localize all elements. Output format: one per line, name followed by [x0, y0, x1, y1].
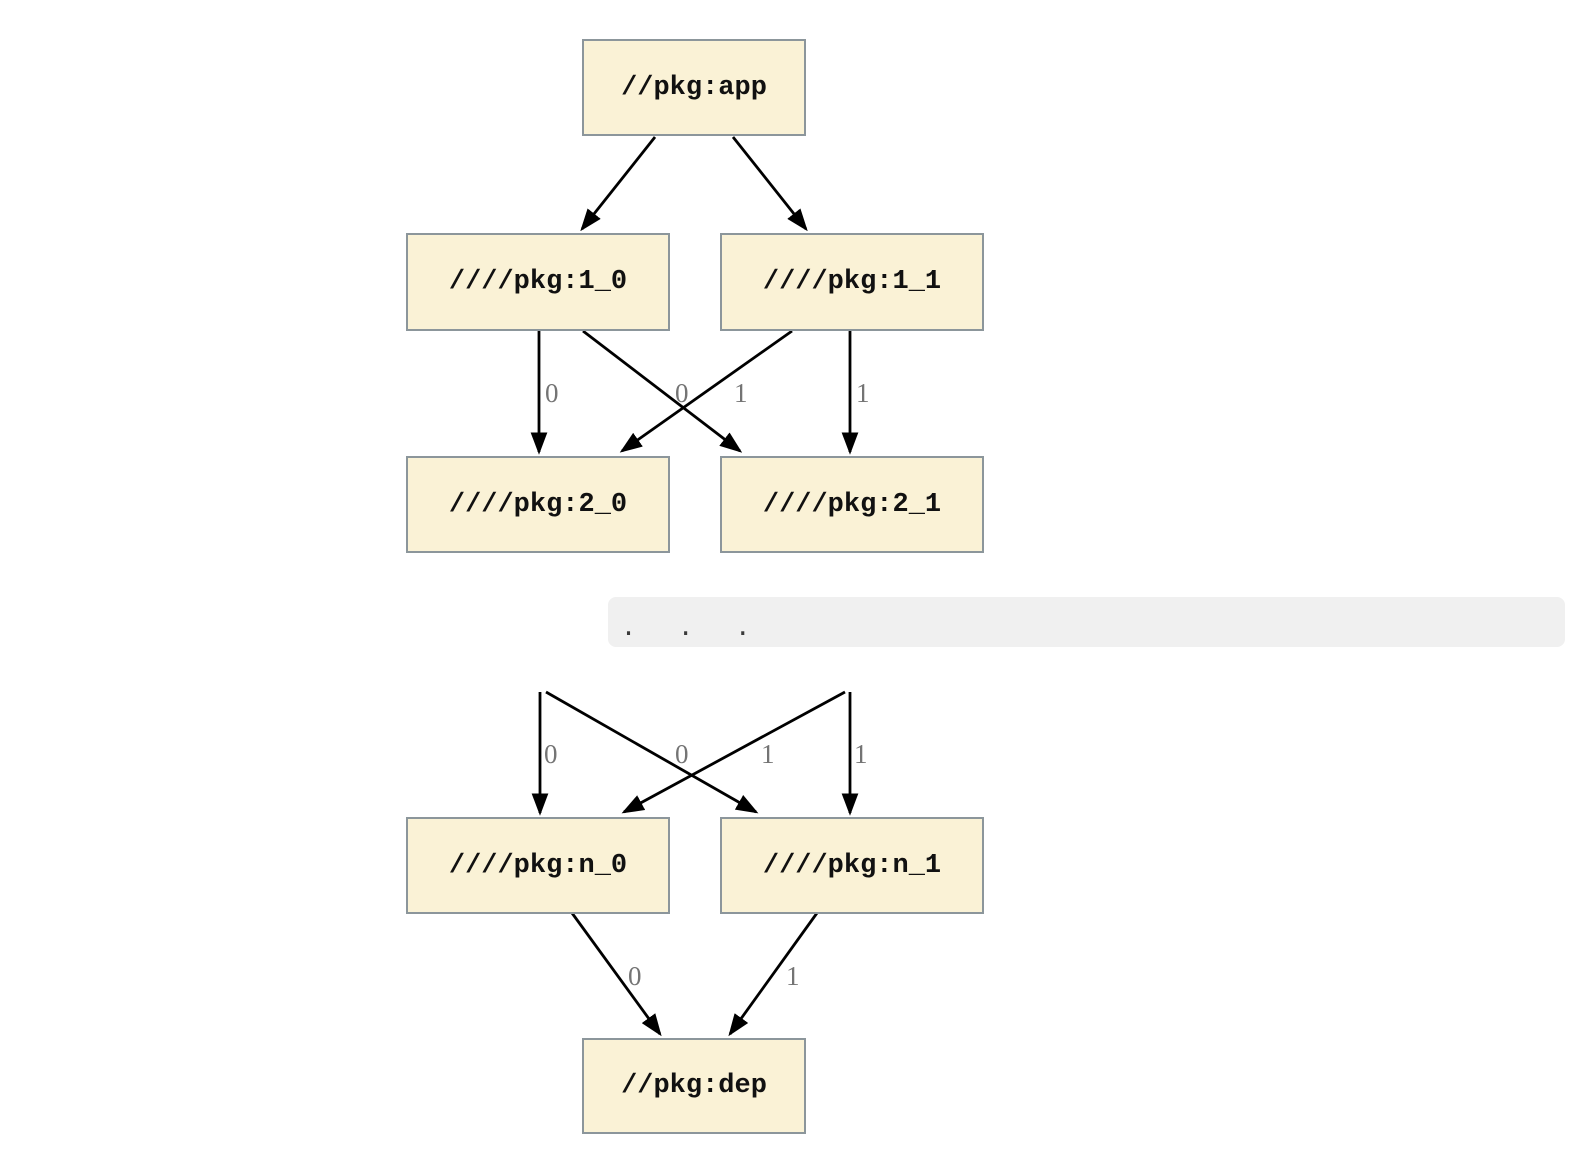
edge-n_1-to-dep — [728, 912, 819, 1037]
edge-label-n_1-dep: 1 — [786, 961, 800, 991]
node-pkg-1_1-label: ////pkg:1_1 — [762, 267, 942, 297]
edge-app-to-1_0 — [580, 136, 657, 232]
edge-label-1_1-2_0: 0 — [675, 378, 689, 408]
node-pkg-1_1: ////pkg:1_1 — [720, 233, 984, 331]
node-pkg-2_0-label: ////pkg:2_0 — [448, 489, 628, 520]
edge-label-1_0-2_1: 1 — [734, 378, 748, 408]
node-pkg-dep-label: //pkg:dep — [621, 1071, 767, 1101]
node-pkg-app-label: //pkg:app — [621, 72, 767, 103]
edge-1_0-to-2_1 — [582, 329, 743, 453]
node-pkg-2_0: ////pkg:2_0 — [406, 456, 670, 553]
edge-label-prev0-n_1: 1 — [761, 739, 775, 769]
edge-label-prev0-n_0: 0 — [544, 739, 558, 769]
edge-label-prev1-n_1: 1 — [854, 739, 868, 769]
edge-label-prev1-n_0: 0 — [675, 739, 689, 769]
edge-app-to-1_1 — [731, 136, 808, 232]
node-pkg-dep: //pkg:dep — [582, 1038, 806, 1134]
node-pkg-n_1-label: ////pkg:n_1 — [762, 850, 942, 881]
node-pkg-2_1: ////pkg:2_1 — [720, 456, 984, 553]
edge-prev0-to-n_1 — [545, 690, 759, 814]
edge-prev1-to-n_0 — [621, 690, 846, 814]
edge-n_0-to-dep — [570, 912, 662, 1037]
node-pkg-app: //pkg:app — [582, 39, 806, 136]
ellipsis-code-bar: . . . — [608, 597, 1565, 647]
node-pkg-n_0: ////pkg:n_0 — [406, 817, 670, 914]
node-pkg-n_0-label: ////pkg:n_0 — [448, 850, 628, 881]
ellipsis-dots: . . . — [621, 611, 755, 641]
node-pkg-1_0-label: ////pkg:1_0 — [448, 267, 628, 297]
node-pkg-1_0: ////pkg:1_0 — [406, 233, 670, 331]
edge-label-1_0-2_0: 0 — [545, 378, 559, 408]
edge-label-n_0-dep: 0 — [628, 961, 642, 991]
edge-label-1_1-2_1: 1 — [856, 378, 870, 408]
edge-1_1-to-2_0 — [619, 329, 793, 453]
node-pkg-n_1: ////pkg:n_1 — [720, 817, 984, 914]
node-pkg-2_1-label: ////pkg:2_1 — [762, 489, 942, 520]
